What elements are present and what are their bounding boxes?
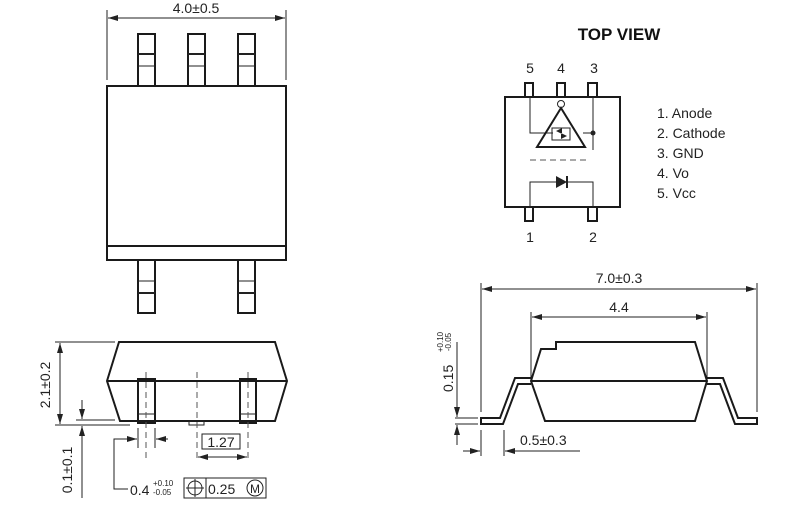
- junction-dot-icon: [590, 130, 596, 136]
- bottom-leads: [137, 259, 256, 314]
- pin-list-item: 4. Vo: [657, 165, 689, 181]
- lead-thickness-dim: 0.15: [440, 365, 456, 392]
- foot-length-dim: 0.5±0.3: [520, 432, 567, 448]
- position-tolerance-frame: 0.25 M: [183, 477, 267, 499]
- lead-thickness-tol-minus: -0.05: [444, 332, 453, 351]
- top-view-schematic: TOP VIEW 5 4 3 1 2 1. Anode 2. Cathode 3…: [504, 25, 726, 245]
- overall-length-dim: 7.0±0.3: [596, 270, 643, 286]
- body-length-dim: 4.4: [609, 299, 629, 315]
- lead-width-tol-plus: +0.10: [153, 479, 174, 488]
- top-view-title: TOP VIEW: [578, 25, 661, 44]
- pitch-dim: 1.27: [207, 434, 234, 450]
- top-outline-view: 4.0±0.5: [106, 0, 287, 314]
- led-diode-icon: [556, 176, 567, 188]
- side-profile-view: 7.0±0.3 4.4 0.15 +0.10 -0.05 0.5±0.3: [436, 270, 758, 456]
- pin-2-label: 2: [589, 229, 597, 245]
- package-body: [106, 85, 287, 261]
- lead-width-tol-minus: -0.05: [153, 488, 172, 497]
- position-tolerance-value: 0.25: [208, 481, 235, 497]
- top-leads: [137, 33, 256, 87]
- pin-4-label: 4: [557, 60, 565, 76]
- standoff-dim: 0.1±0.1: [59, 446, 75, 493]
- amplifier-icon: [535, 106, 587, 148]
- front-side-view: 2.1±0.2 0.1±0.1 0.4 +0.10 -0.05 0.25 M 1…: [37, 341, 289, 499]
- height-dim: 2.1±0.2: [37, 361, 53, 408]
- pin-list-item: 5. Vcc: [657, 185, 696, 201]
- pin-list-item: 2. Cathode: [657, 125, 726, 141]
- pin-3-label: 3: [590, 60, 598, 76]
- lead-width-dim: 0.4: [130, 482, 150, 498]
- pin-list-item: 3. GND: [657, 145, 704, 161]
- pin-1-label: 1: [526, 229, 534, 245]
- mmc-modifier: M: [250, 482, 260, 496]
- body-width-dim: 4.0±0.5: [173, 0, 220, 16]
- pin-list-item: 1. Anode: [657, 105, 712, 121]
- lead-thickness-tol-plus: +0.10: [436, 331, 445, 352]
- pin-list: 1. Anode 2. Cathode 3. GND 4. Vo 5. Vcc: [657, 105, 726, 201]
- pin-5-label: 5: [526, 60, 534, 76]
